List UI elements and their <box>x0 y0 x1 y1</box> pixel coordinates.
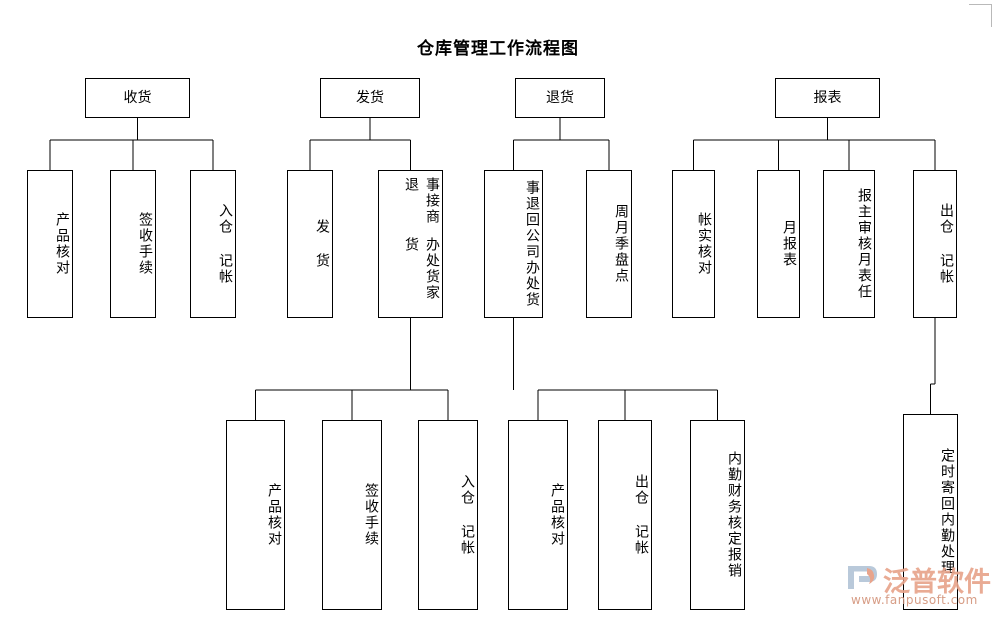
flow-node-n5-label: 发货 <box>356 89 384 106</box>
flow-node-n20[interactable]: 报主审核月表任 <box>823 170 875 318</box>
flow-node-n7[interactable]: 事接商退办处货家货 <box>378 170 443 318</box>
flow-node-n13[interactable]: 周月季盘点 <box>586 170 632 318</box>
flow-node-n15[interactable]: 出仓 记帐 <box>598 420 652 610</box>
page-corner-mark <box>969 4 992 27</box>
flow-node-n20-col-2: 月表任 <box>856 252 872 300</box>
flow-node-n22-label: 定时寄回内勤处理 <box>939 448 955 576</box>
page-title: 仓库管理工作流程图 <box>417 39 579 59</box>
flow-node-n21[interactable]: 出仓 记帐 <box>913 170 957 318</box>
flow-node-n12-col-1: 事退回公司 <box>524 180 540 260</box>
flow-node-n15-label: 出仓 记帐 <box>633 474 649 556</box>
flow-node-n21-label: 出仓 记帐 <box>938 203 954 285</box>
flow-node-n1-label: 收货 <box>123 89 152 106</box>
flow-node-n17-label: 报表 <box>813 89 842 106</box>
flow-node-n12[interactable]: 事退回公司办处货 <box>484 170 543 318</box>
flow-node-n2-label: 产品核对 <box>54 212 70 276</box>
flow-node-n5[interactable]: 发货 <box>320 78 420 118</box>
flow-node-n16-label: 内勤财务核定报销 <box>726 451 742 579</box>
flow-node-n13-label: 周月季盘点 <box>613 204 629 284</box>
flow-node-n14[interactable]: 产品核对 <box>508 420 568 610</box>
flow-node-n8-label: 产品核对 <box>266 483 282 547</box>
flow-node-n18-label: 帐实核对 <box>696 212 712 276</box>
flow-node-n4[interactable]: 入仓 记帐 <box>190 170 236 318</box>
flow-node-n19[interactable]: 月报表 <box>757 170 800 318</box>
flow-node-n1[interactable]: 收货 <box>85 78 190 118</box>
flow-node-n12-col-2: 办处货 <box>524 260 540 308</box>
flow-node-n10[interactable]: 入仓 记帐 <box>418 420 478 610</box>
flow-node-n9[interactable]: 签收手续 <box>322 420 382 610</box>
flow-node-n9-label: 签收手续 <box>363 483 379 547</box>
flow-node-n20-col-1: 报主审核 <box>856 188 872 252</box>
flow-node-n8[interactable]: 产品核对 <box>226 420 285 610</box>
flow-node-n7-col-1: 事接商退 <box>403 177 440 225</box>
flow-node-n6[interactable]: 发 货 <box>287 170 333 318</box>
flow-node-n3[interactable]: 签收手续 <box>110 170 156 318</box>
flow-node-n2[interactable]: 产品核对 <box>27 170 73 318</box>
flow-node-n17[interactable]: 报表 <box>775 78 880 118</box>
flow-node-n16[interactable]: 内勤财务核定报销 <box>690 420 745 610</box>
flow-node-n19-label: 月报表 <box>781 220 797 268</box>
flow-node-n14-label: 产品核对 <box>549 483 565 547</box>
flow-node-n10-label: 入仓 记帐 <box>459 474 475 556</box>
flow-node-n22[interactable]: 定时寄回内勤处理 <box>903 414 958 610</box>
flow-node-n3-label: 签收手续 <box>137 212 153 276</box>
flow-node-n11[interactable]: 退货 <box>515 78 605 118</box>
flow-node-n6-label: 发 货 <box>314 219 330 269</box>
flow-node-n18[interactable]: 帐实核对 <box>672 170 715 318</box>
flow-node-n4-label: 入仓 记帐 <box>217 203 233 285</box>
flow-node-n11-label: 退货 <box>546 89 574 106</box>
flow-node-n7-col-2: 办处货家货 <box>403 236 440 301</box>
